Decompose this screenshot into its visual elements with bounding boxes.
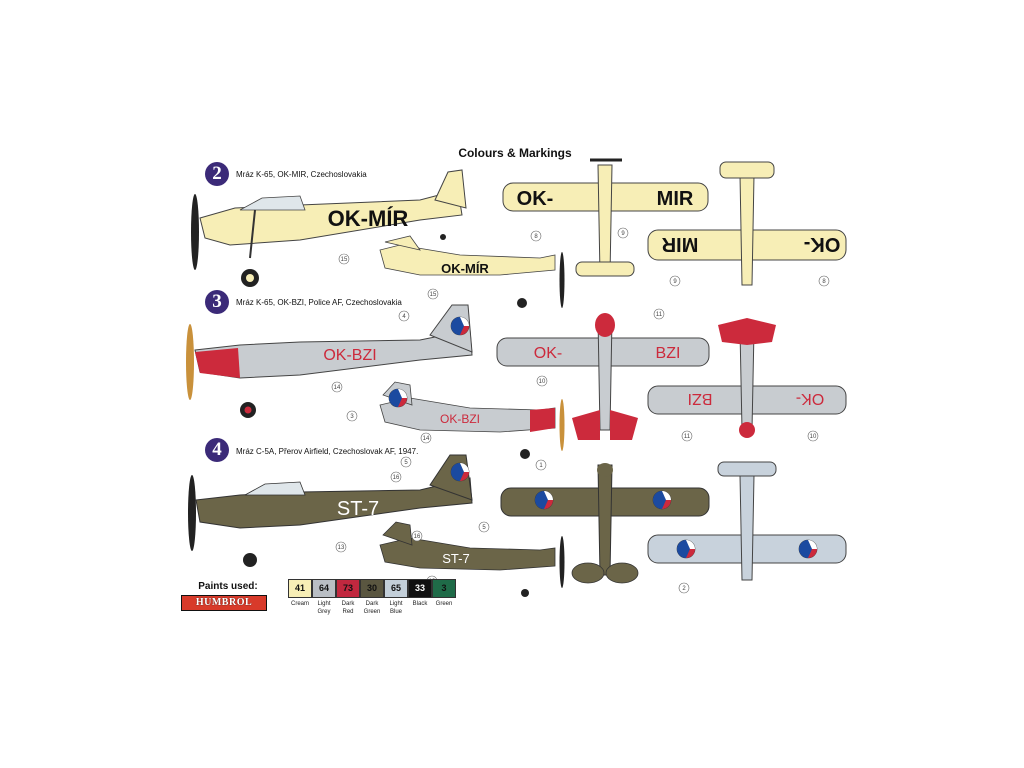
- paint-code: 33: [408, 579, 432, 598]
- callout-label: 13: [338, 545, 345, 551]
- scheme-2-bottom-wing-right: OK-: [804, 233, 841, 255]
- paint-code: 3: [432, 579, 456, 598]
- scheme-2-top-wing-left: OK-: [517, 188, 554, 210]
- callout-label: 8: [534, 234, 538, 240]
- callout-label: 11: [656, 312, 663, 318]
- scheme-2-bottom-view: MIR OK-: [647, 161, 847, 286]
- scheme-2-side-view-large: OK-MÍR: [191, 169, 467, 287]
- scheme-3-side-view-large: OK-BZI: [186, 304, 473, 418]
- scheme-4-label: Mráz C-5A, Přerov Airfield, Czechoslovak…: [236, 447, 419, 456]
- page-title: Colours & Markings: [458, 146, 572, 160]
- scheme-3-registration-small: OK-BZI: [440, 412, 480, 426]
- humbrol-logo: HUMBROL: [181, 595, 267, 611]
- callout-label: 10: [810, 434, 817, 440]
- callout-label: 14: [423, 436, 430, 442]
- scheme-2-label: Mráz K-65, OK-MIR, Czechoslovakia: [236, 170, 367, 179]
- paint-name: Cream: [290, 601, 309, 607]
- paint-code: 73: [336, 579, 360, 598]
- callout-label: 9: [621, 231, 625, 237]
- callout-label: 4: [402, 314, 406, 320]
- callout-label: 16: [393, 475, 400, 481]
- callout-label: 14: [334, 385, 341, 391]
- paint-code: 64: [312, 579, 336, 598]
- paint-name: Black: [412, 601, 428, 607]
- scheme-4-top-view: [500, 463, 710, 584]
- callout-label: 8: [822, 279, 826, 285]
- scheme-4-side-view-large: ST-7: [188, 454, 473, 567]
- callout-label: 10: [539, 379, 546, 385]
- scheme-3-label: Mráz K-65, OK-BZI, Police AF, Czechoslov…: [236, 298, 402, 307]
- scheme-2-registration-large: OK-MÍR: [328, 206, 409, 231]
- scheme-2-bottom-wing-left: MIR: [661, 233, 698, 255]
- scheme-3-bottom-wing-left: BZI: [688, 390, 713, 407]
- scheme-3-top-wing-right: BZI: [656, 345, 681, 362]
- scheme-2-side-view-small: OK-MÍR: [379, 235, 565, 308]
- paints-used-label: Paints used:: [198, 581, 258, 592]
- scheme-3-top-wing-left: OK-: [534, 345, 562, 362]
- callout-label: 11: [684, 434, 691, 440]
- scheme-2-registration-small: OK-MÍR: [441, 261, 489, 276]
- paint-code: 30: [360, 579, 384, 598]
- scheme-4-registration-small: ST-7: [442, 551, 469, 566]
- scheme-4-number: 4: [205, 438, 229, 462]
- scheme-2-top-view: OK- MIR: [502, 158, 709, 277]
- callout-label: 3: [350, 414, 354, 420]
- callout-label: 15: [430, 292, 437, 298]
- scheme-4-side-view-small: ST-7: [379, 521, 565, 597]
- paint-name: Green: [435, 601, 453, 607]
- scheme-3-number: 3: [205, 290, 229, 314]
- scheme-4-registration-large: ST-7: [337, 498, 379, 520]
- callout-label: 5: [404, 460, 408, 466]
- scheme-3-side-view-small: OK-BZI: [379, 381, 565, 459]
- paint-code: 41: [288, 579, 312, 598]
- callout-label: 2: [682, 586, 686, 592]
- scheme-3-top-view: OK- BZI: [496, 313, 710, 440]
- scheme-3-registration-large: OK-BZI: [323, 347, 376, 364]
- callout-label: 16: [414, 534, 421, 540]
- callout-label: 5: [482, 525, 486, 531]
- callout-label: 15: [341, 257, 348, 263]
- paint-code: 65: [384, 579, 408, 598]
- callout-label: 9: [673, 279, 677, 285]
- scheme-2-number: 2: [205, 162, 229, 186]
- scheme-3-bottom-wing-right: OK-: [796, 390, 824, 407]
- scheme-3-bottom-view: BZI OK-: [647, 318, 847, 438]
- scheme-2-top-wing-right: MIR: [657, 188, 694, 210]
- scheme-4-bottom-view: [647, 461, 847, 581]
- callout-label: 1: [539, 463, 543, 469]
